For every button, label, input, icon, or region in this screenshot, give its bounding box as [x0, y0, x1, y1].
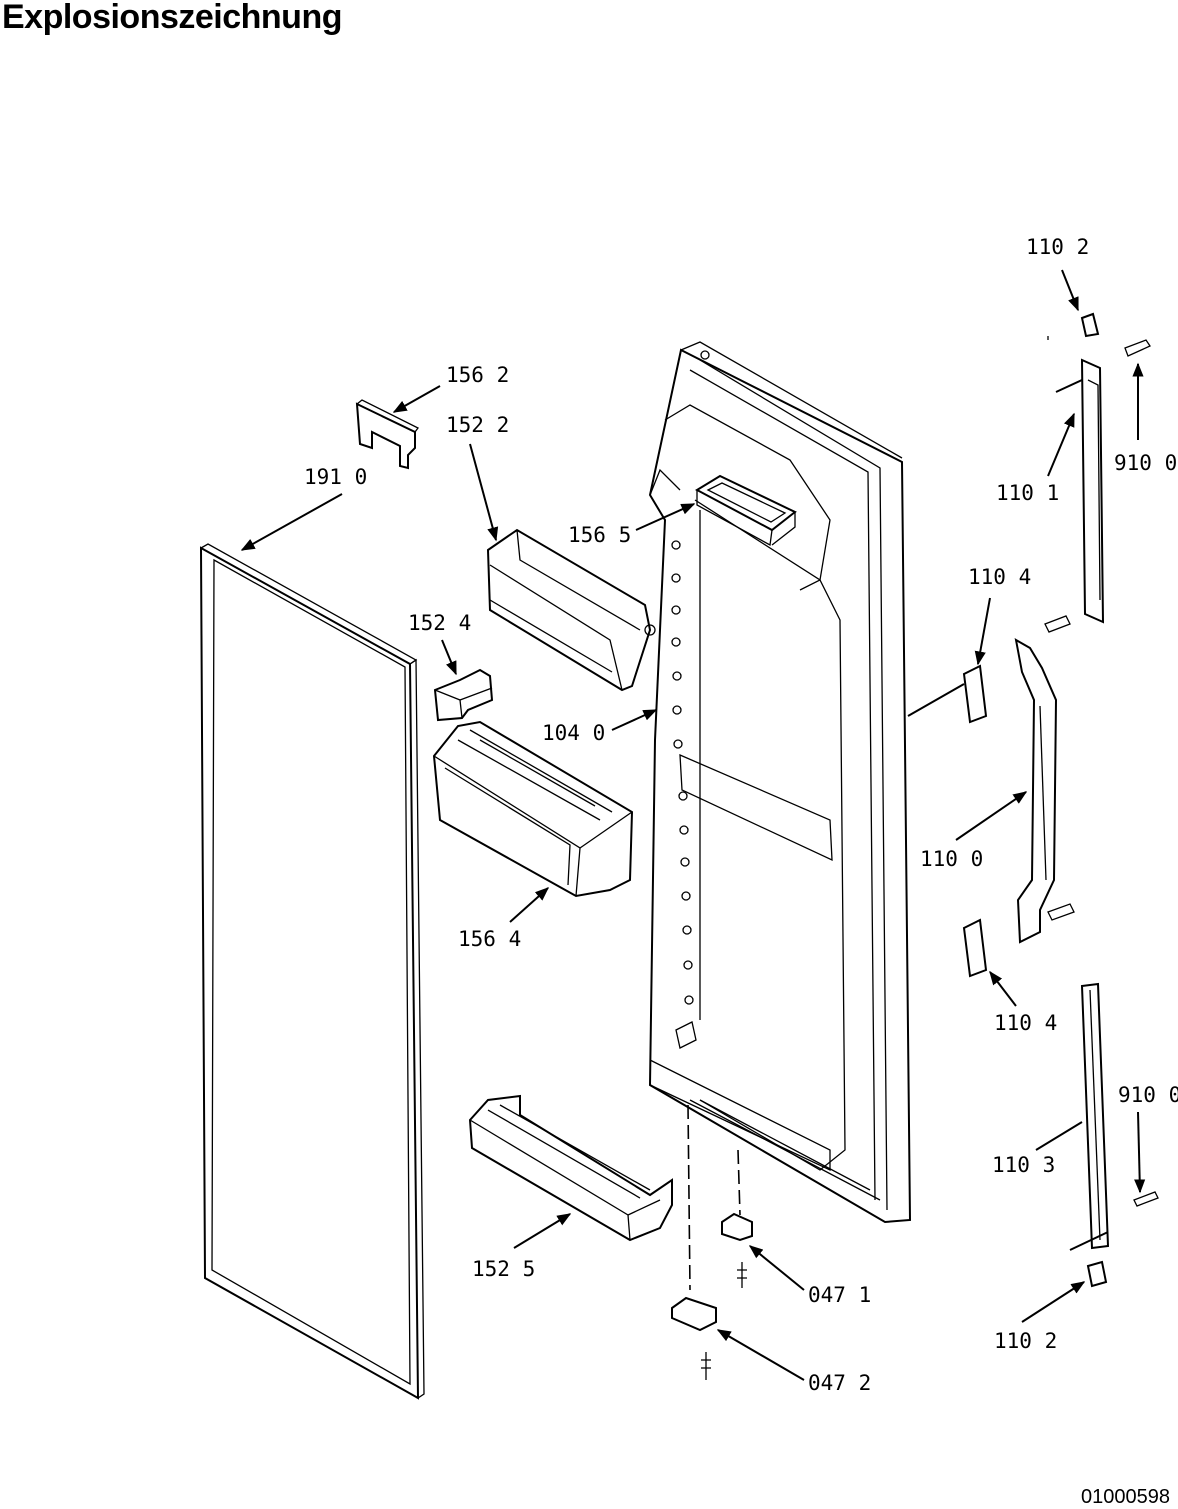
callout-110-3: 110 3 [992, 1153, 1055, 1177]
callout-152-4: 152 4 [408, 611, 471, 635]
callout-110-0: 110 0 [920, 847, 983, 871]
document-id: 01000598 [1081, 1486, 1170, 1508]
small-clip-part [433, 668, 494, 722]
callout-110-2-top: 110 2 [1026, 235, 1089, 259]
hinge-lower-part [671, 1296, 717, 1380]
callout-156-5: 156 5 [568, 523, 631, 547]
callout-110-1: 110 1 [996, 481, 1059, 505]
door-handle-part [962, 336, 1075, 978]
callout-047-1: 047 1 [808, 1283, 871, 1307]
page-title: Explosionszeichnung [2, 0, 342, 36]
callout-910-0-bottom: 910 0 [1118, 1083, 1178, 1107]
leader-lines [240, 269, 1146, 1381]
dairy-tray-part [694, 474, 797, 547]
callout-104-0: 104 0 [542, 721, 605, 745]
callout-152-5: 152 5 [472, 1257, 535, 1281]
hinge-upper-part [721, 1212, 753, 1288]
callout-152-2: 152 2 [446, 413, 509, 437]
door-bin-part [432, 720, 634, 898]
door-liner-part [648, 341, 912, 1291]
clip-part [355, 399, 419, 470]
lower-bin-part [468, 1094, 673, 1242]
callout-910-0-top: 910 0 [1114, 451, 1177, 475]
callout-110-2-bottom: 110 2 [994, 1329, 1057, 1353]
callout-labels: 110 2 910 0 110 1 156 2 152 2 191 0 156 … [304, 235, 1178, 1395]
callout-110-4-bottom: 110 4 [994, 1011, 1057, 1035]
handle-trim-upper-part [1080, 312, 1151, 624]
shelf-lid-part [486, 528, 656, 692]
handle-trim-lower-part [1080, 982, 1159, 1288]
door-gasket-part [199, 543, 425, 1400]
callout-156-4: 156 4 [458, 927, 521, 951]
callout-047-2: 047 2 [808, 1371, 871, 1395]
callout-110-4-top: 110 4 [968, 565, 1031, 589]
callout-156-2: 156 2 [446, 363, 509, 387]
callout-191-0: 191 0 [304, 465, 367, 489]
